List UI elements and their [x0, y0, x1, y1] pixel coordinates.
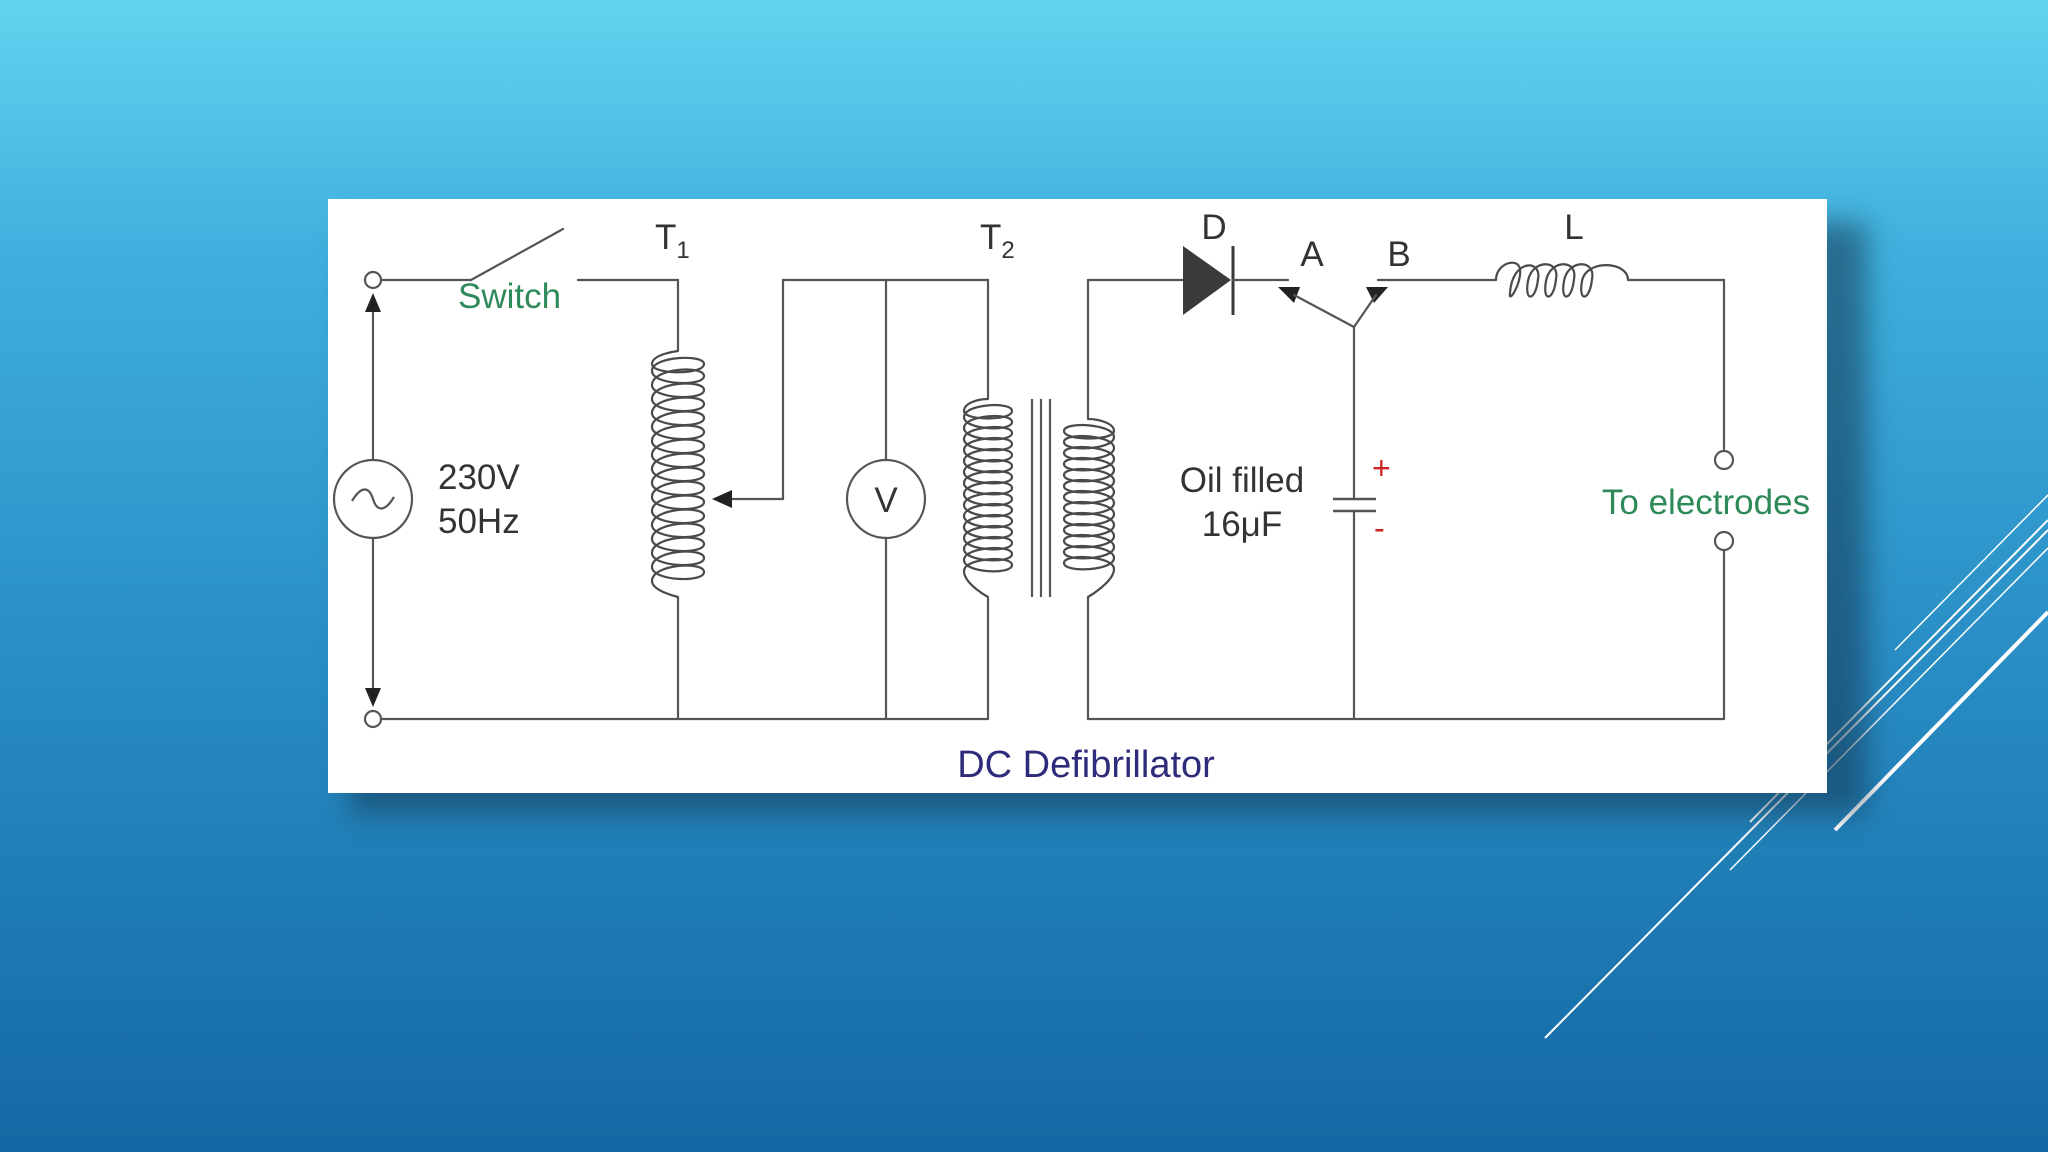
wiper-arrow-icon — [712, 490, 732, 508]
t2-label: T2 — [980, 218, 1015, 264]
diode-icon — [1183, 246, 1231, 315]
capacitor-label-line2: 16μF — [1202, 505, 1282, 544]
contact-a-arrow-icon — [1278, 287, 1300, 303]
circuit-diagram: Switch 230V 50Hz T1 T2 V D A B L Oil fil… — [332, 208, 1810, 786]
inductor-coil-icon — [1494, 261, 1630, 298]
diode-label: D — [1201, 208, 1226, 247]
t1-coil-icon — [650, 349, 706, 599]
inductor-label: L — [1564, 208, 1583, 247]
t2-secondary-coil-icon — [1062, 417, 1116, 598]
capacitor-minus-sign: - — [1374, 510, 1385, 546]
electrode-terminal — [1713, 530, 1735, 552]
t2-primary-coil-icon — [962, 397, 1014, 598]
top-terminal — [363, 270, 383, 290]
circuit-diagram-panel: Switch 230V 50Hz T1 T2 V D A B L Oil fil… — [328, 199, 1827, 793]
point-a-label: A — [1300, 235, 1324, 274]
diagram-caption: DC Defibrillator — [957, 744, 1215, 786]
source-frequency-label: 50Hz — [438, 502, 520, 541]
source-voltage-label: 230V — [438, 458, 520, 497]
selector-arm — [1292, 293, 1356, 329]
electrode-terminal — [1713, 449, 1735, 471]
decor-line — [1833, 610, 2048, 832]
decor-line — [1729, 547, 2048, 871]
selector-arm — [1352, 293, 1378, 329]
switch-label: Switch — [458, 277, 561, 316]
bottom-terminal — [363, 709, 383, 729]
sine-wave-icon — [351, 488, 395, 510]
point-b-label: B — [1387, 235, 1410, 274]
voltage-arrow-bottom — [365, 688, 381, 707]
decor-line — [1894, 494, 2048, 651]
electrodes-label: To electrodes — [1602, 483, 1810, 522]
capacitor-plus-sign: + — [1372, 450, 1391, 486]
switch-blade — [469, 227, 565, 282]
voltage-arrow-top — [365, 293, 381, 312]
capacitor-label-line1: Oil filled — [1180, 461, 1304, 500]
voltmeter-label: V — [874, 481, 898, 520]
t1-label: T1 — [655, 218, 690, 264]
